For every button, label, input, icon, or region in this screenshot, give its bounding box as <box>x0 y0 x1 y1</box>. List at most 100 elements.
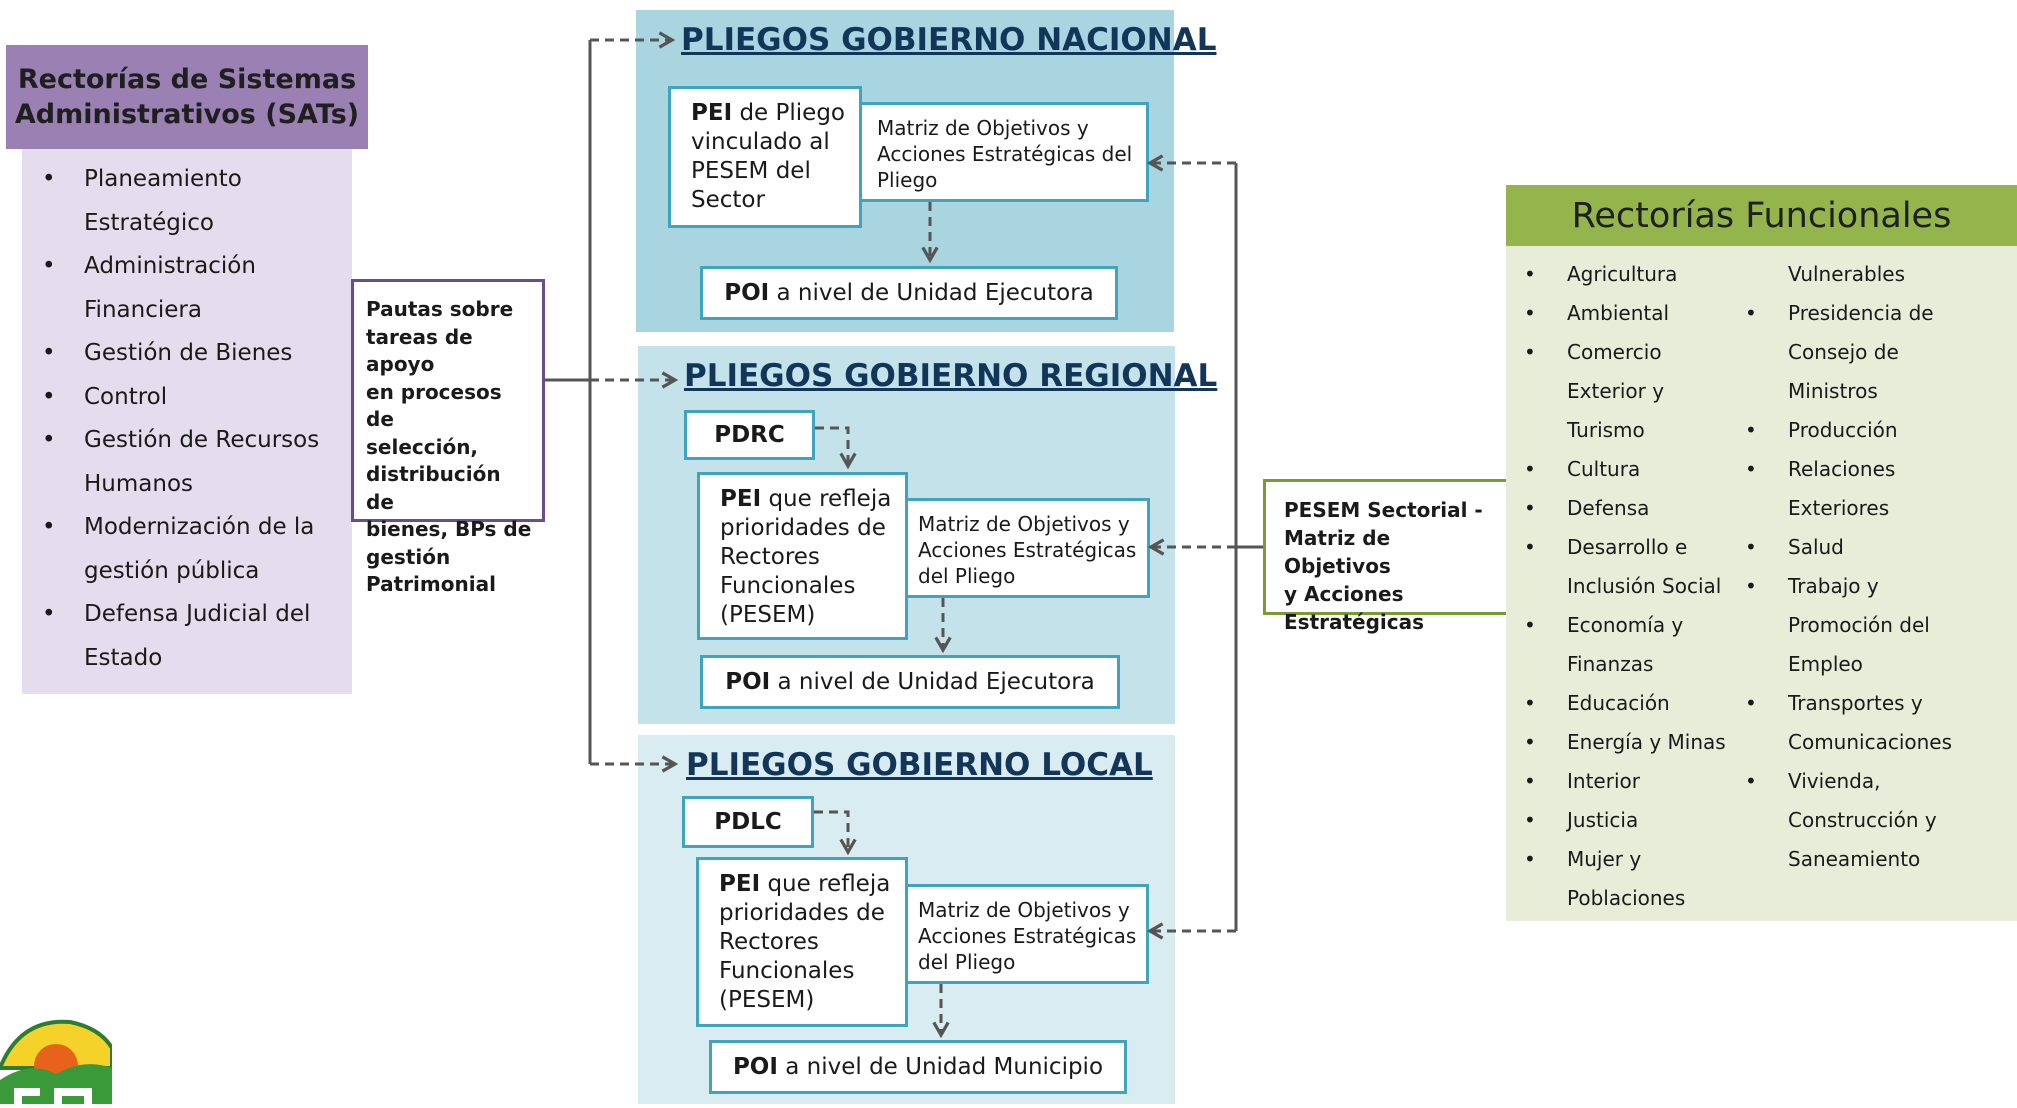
logo-icon <box>0 1019 114 1104</box>
text-line: PESEM Sectorial - <box>1284 498 1483 522</box>
list-item: Planeamiento <box>42 158 342 202</box>
text-line: Funcionales <box>720 573 856 599</box>
local-poi-bold: POI <box>732 1054 778 1080</box>
list-item: Vivienda, <box>1728 762 2016 801</box>
regional-pei-rest: que refleja <box>761 486 892 512</box>
pautas-line: tareas de apoyo <box>366 324 473 377</box>
local-poi-box: POI a nivel de Unidad Municipio <box>709 1040 1127 1094</box>
list-item: Estratégico <box>84 209 214 236</box>
list-item: Agricultura <box>1507 255 1735 294</box>
nacional-title: PLIEGOS GOBIERNO NACIONAL <box>681 22 1217 58</box>
list-item: Ambiental <box>1507 294 1735 333</box>
list-item: Salud <box>1728 528 2016 567</box>
arrow-pdlc-to-pei <box>814 810 857 856</box>
sat-title-line2: Administrativos (SATs) <box>14 99 360 130</box>
nacional-poi-box: POI a nivel de Unidad Ejecutora <box>700 266 1118 320</box>
list-item: Exteriores <box>1788 496 1890 520</box>
list-item: Interior <box>1507 762 1735 801</box>
text-line: Rectores <box>719 929 819 955</box>
list-item: Transportes y <box>1728 684 2016 723</box>
list-item: Presidencia de <box>1728 294 2016 333</box>
list-item: Producción <box>1728 411 2016 450</box>
list-item: Trabajo y <box>1728 567 2016 606</box>
list-item: Promoción del <box>1788 613 1930 637</box>
list-item: Vulnerables <box>1788 262 1905 286</box>
text-line: Matriz de Objetivos y <box>877 116 1089 140</box>
arrow-pdrc-to-pei <box>815 426 857 470</box>
nacional-pei-bold: PEI <box>691 100 733 126</box>
text-line: PESEM del <box>691 158 811 184</box>
list-item: Administración <box>42 245 342 289</box>
text-line: Funcionales <box>719 958 855 984</box>
funcionales-title: Rectorías Funcionales <box>1571 195 1952 236</box>
list-item: Gestión de Recursos <box>42 419 342 463</box>
list-item: Defensa <box>1507 489 1735 528</box>
list-item: Justicia <box>1507 801 1735 840</box>
list-item: Comercio <box>1507 333 1735 372</box>
nacional-pei-line1: PEI de Pliego <box>691 99 859 128</box>
list-item: Finanzas <box>1567 652 1654 676</box>
text-line: Matriz de Objetivos <box>1284 526 1391 578</box>
regional-poi-bold: POI <box>725 669 771 695</box>
list-item: Relaciones <box>1728 450 2016 489</box>
list-item: Turismo <box>1567 418 1645 442</box>
local-pei-line1: PEI que refleja <box>719 870 905 899</box>
sat-header: Rectorías de Sistemas Administrativos (S… <box>6 45 368 149</box>
funcionales-col1: AgriculturaAmbientalComercioExterior yTu… <box>1507 255 1735 918</box>
regional-pei-line1: PEI que refleja <box>720 485 905 514</box>
pautas-line: Pautas sobre <box>366 297 514 321</box>
funcionales-header: Rectorías Funcionales <box>1506 185 2017 246</box>
list-item: Empleo <box>1788 652 1863 676</box>
text-line: (PESEM) <box>720 602 816 628</box>
list-item: Saneamiento <box>1788 847 1921 871</box>
list-item: Financiera <box>84 296 202 323</box>
sat-title-line1: Rectorías de Sistemas <box>17 64 357 95</box>
regional-title: PLIEGOS GOBIERNO REGIONAL <box>684 358 1218 394</box>
text-line: Sector <box>691 187 765 213</box>
nacional-poi-rest: a nivel de Unidad Ejecutora <box>769 280 1094 306</box>
list-item: Humanos <box>84 470 194 497</box>
pautas-line: Patrimonial <box>366 572 496 596</box>
text-line: del Pliego <box>918 564 1016 588</box>
text-line: Acciones Estratégicas del <box>877 142 1133 166</box>
text-line: prioridades de <box>719 900 885 926</box>
list-item: Mujer y <box>1507 840 1735 879</box>
text-line: Pliego <box>877 168 938 192</box>
text-line: (PESEM) <box>719 987 815 1013</box>
text-line: Acciones Estratégicas <box>918 924 1137 948</box>
local-title: PLIEGOS GOBIERNO LOCAL <box>686 747 1153 783</box>
list-item: Ministros <box>1788 379 1878 403</box>
list-item: Control <box>42 376 342 420</box>
nacional-poi-bold: POI <box>724 280 770 306</box>
text-line: Estratégicas <box>1284 610 1425 634</box>
list-item: Energía y Minas <box>1507 723 1735 762</box>
funcionales-body: AgriculturaAmbientalComercioExterior yTu… <box>1506 246 2017 921</box>
local-pdlc-box: PDLC <box>682 796 814 848</box>
local-pei-bold: PEI <box>719 871 761 897</box>
text-line: Rectores <box>720 544 820 570</box>
list-item: Inclusión Social <box>1567 574 1722 598</box>
list-item: Construcción y <box>1788 808 1937 832</box>
list-item: Economía y <box>1507 606 1735 645</box>
list-item: Cultura <box>1507 450 1735 489</box>
text-line: del Pliego <box>918 950 1016 974</box>
pautas-line: distribución de <box>366 462 501 514</box>
text-line: vinculado al <box>691 129 830 155</box>
list-item: Desarrollo e <box>1507 528 1735 567</box>
sat-body: PlaneamientoEstratégicoAdministraciónFin… <box>22 149 352 694</box>
list-item: Estado <box>84 644 163 671</box>
text-line: Matriz de Objetivos y <box>918 512 1130 536</box>
